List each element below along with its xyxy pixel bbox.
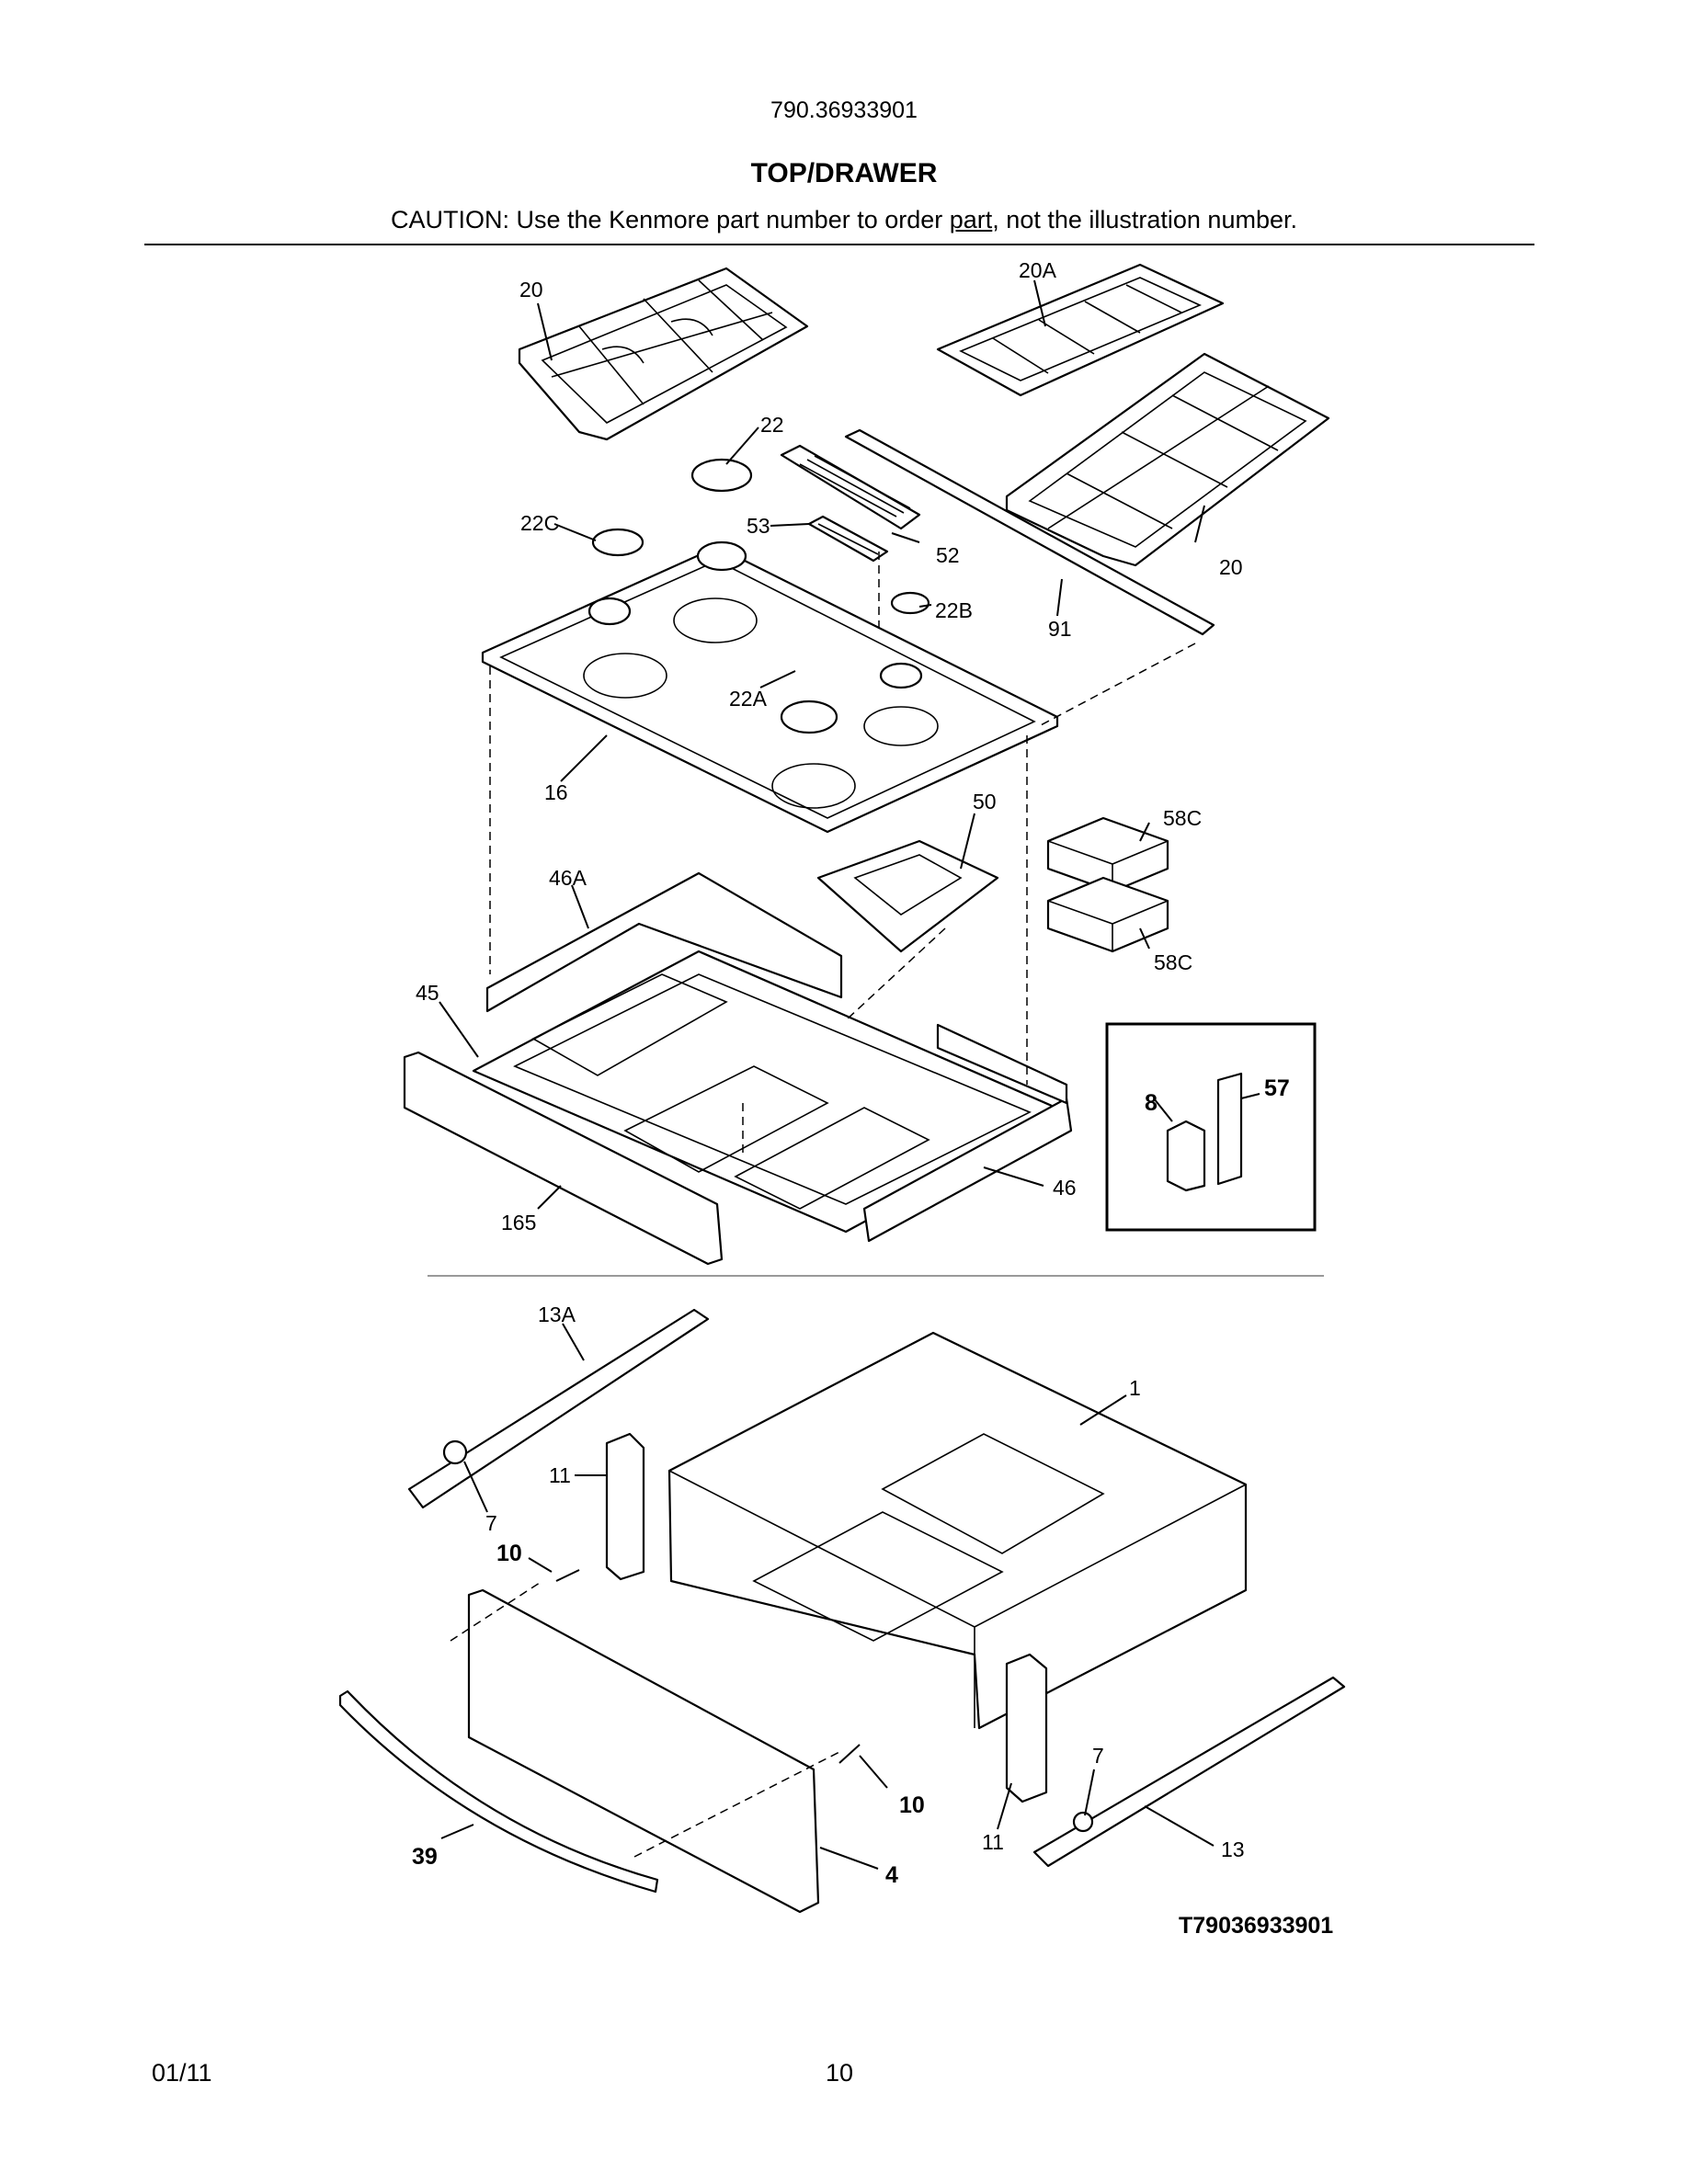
callout-165: 165 [501,1211,536,1234]
callout-45: 45 [416,981,439,1005]
model-number: 790.36933901 [770,97,918,123]
callout-10-right: 10 [899,1792,925,1818]
inset-parts [1166,1072,1243,1192]
drawer-alignment-lines [450,1580,842,1858]
burner-cap-22 [690,458,753,493]
callout-13: 13 [1221,1837,1245,1861]
callout-91: 91 [1048,617,1072,641]
burner-box [472,950,1068,1234]
drawer-front-panel [467,1588,820,1914]
callout-10-left: 10 [496,1541,522,1566]
side-panel-right [862,1023,1073,1243]
callout-58c-bottom: 58C [1154,950,1192,974]
callout-20-right: 20 [1219,555,1243,579]
drip-bowl [816,839,999,953]
callout-22: 22 [760,413,784,437]
callout-7-right: 7 [1092,1744,1104,1768]
drawer-bracket-left [605,1432,645,1581]
footer-date: 01/11 [152,2059,212,2087]
callout-52: 52 [936,543,960,567]
rear-trim-rail [844,428,1215,636]
front-manifold-rail [403,1051,724,1266]
side-panel-left [485,871,843,1013]
callout-46: 46 [1053,1176,1077,1200]
drawer-handle [338,1689,659,1894]
caution-text-start: CAUTION: Use the Kenmore part number to … [391,206,950,233]
callout-11-right: 11 [982,1830,1004,1854]
callout-16: 16 [544,780,568,804]
caution-note: CAUTION: Use the Kenmore part number to … [0,206,1688,234]
callout-46a: 46A [549,866,587,890]
callout-22c: 22C [520,511,559,535]
footer-page-number: 10 [826,2059,854,2087]
drawer-slide-rail-right [1032,1676,1346,1868]
callout-58c-top: 58C [1163,806,1202,830]
griddle-grate [936,263,1225,397]
callout-22b: 22B [935,598,973,622]
callout-11-left: 11 [549,1463,571,1487]
callout-20a: 20A [1019,258,1057,282]
caution-text-underlined: part [949,206,993,233]
grate-left [518,267,809,441]
leader-lines-top [439,279,1260,1210]
section-title: TOP/DRAWER [750,158,938,188]
callout-13a: 13A [538,1302,576,1326]
grate-right [1005,352,1330,567]
header-rule [144,244,1534,245]
callout-22a: 22A [729,687,768,711]
callout-57: 57 [1264,1075,1290,1101]
figure-code: T79036933901 [1179,1913,1333,1939]
packing-block-bottom [1046,876,1169,953]
callout-1: 1 [1129,1376,1141,1400]
drawer-bracket-right [1005,1653,1048,1803]
drawer-screw-right [838,1744,861,1764]
callout-50: 50 [973,790,997,813]
cooktop [481,540,1059,834]
callout-20-left: 20 [519,278,543,301]
burner-cap-22b [890,591,930,615]
burner-cap-22c [591,528,644,557]
drawer-slide-rail-left [407,1308,710,1509]
callout-39: 39 [412,1844,438,1870]
callout-7-left: 7 [485,1511,497,1535]
inset-detail-box [1105,1022,1317,1232]
leader-lines-drawer [440,1323,1215,1870]
vent-trim [780,444,921,530]
caution-text-end: , not the illustration number. [992,206,1297,233]
alignment-lines [489,552,1196,1158]
callout-4: 4 [885,1862,898,1888]
callout-53: 53 [747,514,770,538]
callout-8: 8 [1145,1090,1158,1116]
vent-grille [807,515,889,563]
drawer-body [667,1331,1248,1730]
drawer-screw-left [555,1569,580,1582]
